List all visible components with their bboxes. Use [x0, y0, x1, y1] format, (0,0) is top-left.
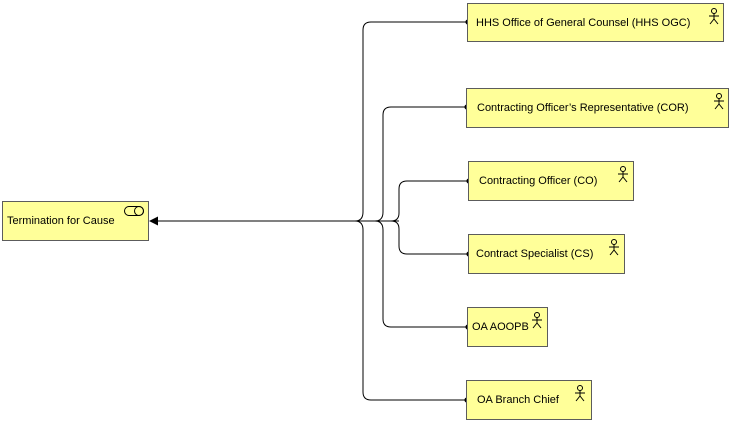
actor-icon — [709, 8, 719, 25]
actor-label-oa-aoopb: OA AOOPB — [472, 321, 529, 333]
actor-node-hhs-ogc[interactable]: HHS Office of General Counsel (HHS OGC) — [467, 3, 724, 42]
connector-co — [367, 180, 468, 222]
actor-label-oa-branch-chief: OA Branch Chief — [477, 394, 559, 406]
connector-cs — [390, 220, 468, 255]
actor-label-cor: Contracting Officer’s Representative (CO… — [477, 102, 689, 114]
process-icon — [124, 206, 144, 216]
connector-cor — [353, 106, 466, 222]
actor-node-oa-branch-chief[interactable]: OA Branch Chief — [466, 380, 592, 420]
connector-oa-branch-chief — [354, 220, 466, 401]
process-node-termination-for-cause[interactable]: Termination for Cause — [2, 201, 149, 241]
actor-label-cs: Contract Specialist (CS) — [476, 248, 594, 260]
actor-icon — [609, 239, 619, 256]
connector-hhs-ogc — [150, 21, 467, 222]
connector-oa-aoopb — [374, 220, 467, 328]
actor-icon — [714, 93, 724, 110]
actor-node-oa-aoopb[interactable]: OA AOOPB — [467, 307, 548, 347]
actor-label-co: Contracting Officer (CO) — [479, 175, 598, 187]
actor-icon — [618, 166, 628, 183]
actor-icon — [575, 385, 585, 402]
actor-node-cs[interactable]: Contract Specialist (CS) — [468, 234, 625, 274]
actor-icon — [532, 312, 542, 329]
actor-node-co[interactable]: Contracting Officer (CO) — [468, 161, 634, 201]
actor-node-cor[interactable]: Contracting Officer’s Representative (CO… — [466, 88, 729, 128]
arrowhead — [149, 216, 158, 226]
process-node-label: Termination for Cause — [7, 215, 115, 227]
actor-label-hhs-ogc: HHS Office of General Counsel (HHS OGC) — [476, 17, 691, 29]
